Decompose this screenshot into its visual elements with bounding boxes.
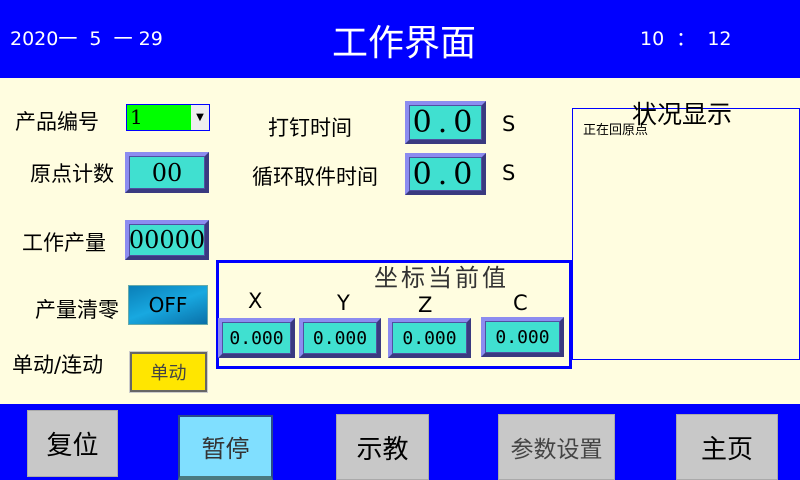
coordinate-panel bbox=[216, 260, 572, 369]
origin-count-value: 00 bbox=[125, 152, 209, 193]
nail-time-unit: S bbox=[502, 112, 516, 136]
teach-button[interactable]: 示教 bbox=[336, 414, 429, 480]
axis-x-value: 0.000 bbox=[218, 318, 295, 358]
axis-c-label: C bbox=[513, 291, 528, 315]
header-bar: 2020一 5 一 29 工作界面 10 ： 12 bbox=[0, 0, 800, 78]
axis-z-value: 0.000 bbox=[388, 318, 471, 358]
cycle-time-unit: S bbox=[502, 161, 516, 185]
page-title: 工作界面 bbox=[332, 23, 477, 64]
axis-y-value: 0.000 bbox=[299, 318, 381, 358]
product-number-label: 产品编号 bbox=[15, 110, 99, 134]
coordinate-panel-title: 坐标当前值 bbox=[374, 264, 509, 292]
cycle-time-value: 0.0 bbox=[405, 153, 486, 195]
product-number-value: 1 bbox=[130, 105, 143, 129]
reset-button[interactable]: 复位 bbox=[27, 410, 118, 477]
footer-bar: 复位 暂停 示教 参数设置 主页 bbox=[0, 404, 800, 480]
nail-time-label: 打钉时间 bbox=[268, 116, 352, 140]
axis-z-label: Z bbox=[418, 293, 433, 317]
home-button[interactable]: 主页 bbox=[676, 414, 778, 480]
axis-y-label: Y bbox=[337, 291, 350, 315]
mode-toggle-button[interactable]: 单动 bbox=[129, 351, 208, 393]
work-output-label: 工作产量 bbox=[22, 231, 106, 255]
mode-label: 单动/连动 bbox=[12, 353, 104, 377]
status-panel-title: 状况显示 bbox=[632, 100, 733, 129]
origin-count-label: 原点计数 bbox=[30, 162, 114, 186]
date-display: 2020一 5 一 29 bbox=[10, 28, 163, 50]
axis-x-label: X bbox=[248, 289, 263, 313]
work-output-value: 00000 bbox=[125, 220, 209, 260]
nail-time-value: 0.0 bbox=[405, 101, 486, 144]
axis-c-value: 0.000 bbox=[481, 317, 564, 357]
cycle-time-label: 循环取件时间 bbox=[252, 165, 378, 189]
output-clear-label: 产量清零 bbox=[35, 298, 119, 322]
chevron-down-icon[interactable]: ▼ bbox=[191, 105, 209, 130]
time-display: 10 ： 12 bbox=[640, 28, 732, 50]
status-message: 正在回原点 bbox=[583, 123, 649, 138]
status-panel bbox=[572, 108, 800, 360]
parameter-settings-button[interactable]: 参数设置 bbox=[498, 414, 615, 480]
output-clear-button[interactable]: OFF bbox=[128, 285, 208, 325]
pause-button[interactable]: 暂停 bbox=[178, 415, 273, 480]
product-number-select[interactable]: 1 ▼ bbox=[126, 104, 210, 131]
